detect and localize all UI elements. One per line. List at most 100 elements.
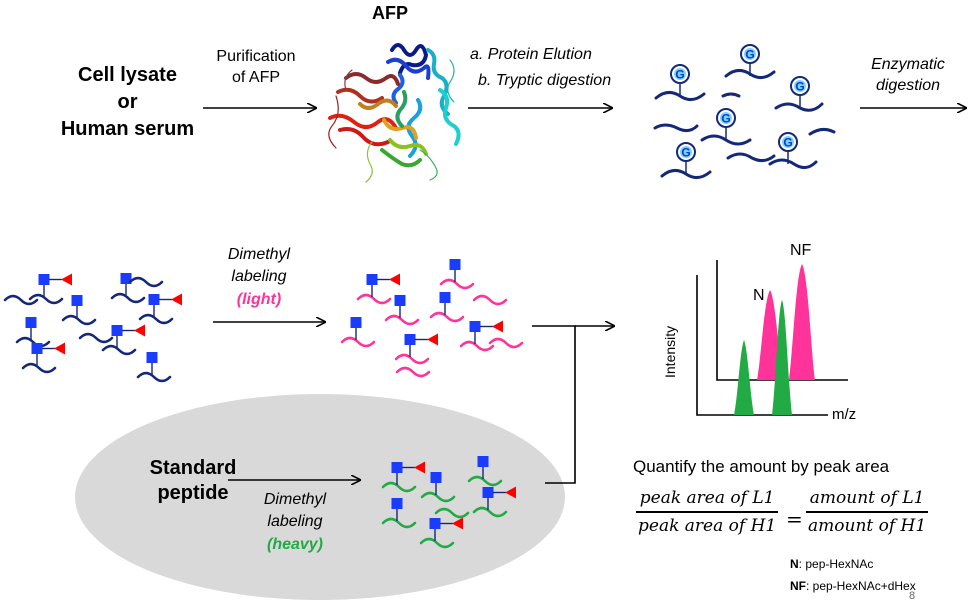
pink-peptide-loose-2 <box>395 366 431 378</box>
green-glycopeptide-6-fucose-triangle <box>452 517 463 530</box>
blue-glycopeptide-3-fucose-triangle <box>171 293 182 306</box>
quantify-title: Quantify the amount by peak area <box>633 457 890 476</box>
blue-glycopeptide-4-peptide <box>15 336 51 348</box>
blue-glycopeptide-7-fucose-triangle <box>54 342 65 355</box>
standard-peptide-ellipse <box>75 394 565 600</box>
dimethyl-light-line-1: Dimethyl <box>227 246 291 263</box>
green-glycopeptide-6-hexnac-square <box>429 518 441 529</box>
blue-peptide-loose-2 <box>128 276 164 288</box>
blue-glycopeptide-3-peptide <box>138 313 174 325</box>
green-glycopeptide-5-fucose-triangle <box>505 486 516 499</box>
green-glycopeptide-3-peptide <box>420 491 456 503</box>
pink-glycopeptide-6-hexnac-square <box>404 334 416 345</box>
dimethyl-light-line-2: labeling <box>231 268 287 286</box>
blue-glycopeptide-4-hexnac-square <box>25 317 37 328</box>
legend-nf: NF: pep-HexNAc+dHex <box>790 579 916 594</box>
protein-coils <box>328 59 455 183</box>
lhs-denominator: peak area of H1 <box>638 515 777 536</box>
blue-glycopeptide-7-peptide <box>21 362 57 374</box>
peak-label-nf: NF <box>790 242 812 259</box>
rhs-numerator: amount of L1 <box>809 488 925 508</box>
green-glycopeptide-3-hexnac-square <box>430 472 442 483</box>
rhs-fraction-bar <box>806 511 929 513</box>
pink-glycopeptide-1-fucose-triangle <box>389 273 400 286</box>
pink-glycopeptide-1-hexnac-square <box>366 274 378 285</box>
dimethyl-heavy-line-3: (heavy) <box>266 535 324 553</box>
green-glycopeptide-5-hexnac-square <box>482 487 494 498</box>
green-glycopeptide-2-peptide <box>467 475 503 487</box>
purification-line-2: of AFP <box>231 69 281 87</box>
peak-label-n: N <box>753 287 765 304</box>
afp-title: AFP <box>372 3 408 23</box>
enzymatic-line-1: Enzymatic <box>871 56 945 73</box>
input-line-2: or <box>117 91 138 113</box>
input-label: Cell lysate or Human serum <box>60 64 195 141</box>
lhs-fraction: peak area of L1 peak area of H1 <box>636 488 779 536</box>
elution-step-b: b. Tryptic digestion <box>478 72 612 89</box>
connector-merge <box>532 325 576 484</box>
legend-nf-desc: : pep-HexNAc+dHex <box>806 579 916 593</box>
peak-light-n <box>734 340 754 415</box>
pink-glycopeptide-6-peptide <box>394 353 430 365</box>
pink-glycopeptide-7-fucose-triangle <box>492 320 503 333</box>
pink-glycopeptide-3-hexnac-square <box>394 295 406 306</box>
green-glycopeptide-6-peptide <box>419 537 455 549</box>
pink-glycopeptide-6-fucose-triangle <box>427 333 438 346</box>
legend-n-key: N <box>790 557 799 571</box>
page-number: 8 <box>909 590 916 602</box>
blue-glycopeptide-8-hexnac-square <box>146 352 158 363</box>
green-glycopeptide-4-hexnac-square <box>391 498 403 509</box>
dimethyl-light-line-3: (light) <box>236 290 282 308</box>
green-glycopeptide-1-hexnac-square <box>391 462 403 473</box>
blue-glycopeptide-7-hexnac-square <box>31 343 43 354</box>
spectrum-xlabel: m/z <box>832 406 857 423</box>
green-glycopeptide-4-peptide <box>381 517 417 529</box>
pink-glycopeptide-7-hexnac-square <box>469 321 481 332</box>
pink-glycopeptide-7-peptide <box>459 340 495 352</box>
blue-glycopeptide-2-peptide <box>110 292 146 304</box>
blue-glycopeptide-8-peptide <box>136 371 172 383</box>
protein-ribbon <box>328 43 461 168</box>
pink-glycopeptide-2-hexnac-square <box>449 259 461 270</box>
pink-glycopeptide-5-peptide <box>340 336 376 348</box>
lhs-fraction-bar <box>636 511 779 513</box>
pink-glycopeptide-3-peptide <box>384 314 420 326</box>
pink-peptide-loose-1 <box>472 294 508 306</box>
green-glycopeptide-2-hexnac-square <box>477 456 489 467</box>
lhs-numerator: peak area of L1 <box>639 488 775 508</box>
blue-peptide-loose-3 <box>78 332 114 344</box>
pink-glycopeptide-4-peptide <box>429 311 465 323</box>
legend-nf-key: NF <box>790 579 806 593</box>
equals-sign: = <box>786 507 803 531</box>
spectrum-ylabel: Intensity <box>662 325 678 378</box>
peak-heavy-nf <box>789 264 815 380</box>
legend-n-desc: : pep-HexNAc <box>798 557 874 571</box>
blue-glycopeptide-2-hexnac-square <box>120 273 132 284</box>
pink-glycopeptide-5-hexnac-square <box>350 317 362 328</box>
blue-glycopeptide-6-fucose-triangle <box>134 324 145 337</box>
enzymatic-line-2: digestion <box>875 77 941 95</box>
blue-peptide-loose-1 <box>3 294 39 306</box>
purification-line-1: Purification <box>216 48 296 65</box>
legend-n: N: pep-HexNAc <box>790 557 874 572</box>
purification-label: Purification of AFP <box>200 48 312 88</box>
standard-peptide-label: Standard peptide <box>138 457 248 505</box>
input-line-1: Cell lysate <box>78 64 177 86</box>
dimethyl-heavy-line-1: Dimethyl <box>263 491 327 508</box>
input-line-3: Human serum <box>60 118 195 140</box>
pink-glycopeptide-4-hexnac-square <box>439 292 451 303</box>
dimethyl-heavy-label: Dimethyl labeling (heavy) <box>250 491 340 554</box>
dimethyl-light-label: Dimethyl labeling (light) <box>215 246 303 309</box>
rhs-fraction: amount of L1 amount of H1 <box>806 488 929 536</box>
green-peptide-loose-1 <box>434 507 470 519</box>
blue-glycopeptide-1-hexnac-square <box>38 274 50 285</box>
blue-glycopeptide-5-hexnac-square <box>71 295 83 306</box>
enzymatic-label: Enzymatic digestion <box>858 56 958 96</box>
pink-peptide-loose-3 <box>488 337 524 349</box>
